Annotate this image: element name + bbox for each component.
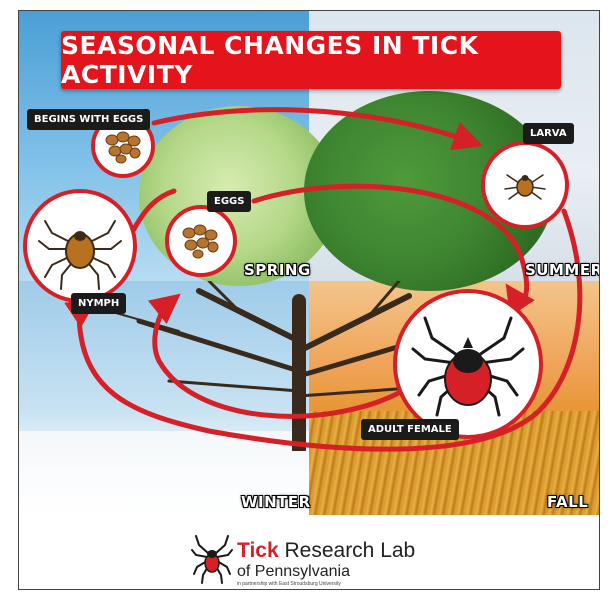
tick-icon: [485, 145, 565, 225]
stage-label-adult-female: ADULT FEMALE: [361, 419, 459, 440]
logo-word-rest: Research Lab: [279, 539, 416, 562]
season-label-summer: SUMMER: [525, 261, 599, 279]
adult-female-circle: [393, 289, 543, 439]
outer-arrow-to-larva: [154, 110, 469, 141]
logo-area: Tick Research Lab of Pennsylvania in par…: [19, 515, 599, 589]
logo-word-tick: Tick: [237, 539, 279, 562]
nymph-circle: [23, 189, 137, 303]
eggs-circle: [165, 205, 237, 277]
title-banner: SEASONAL CHANGES IN TICK ACTIVITY: [61, 31, 561, 89]
larva-circle: [481, 141, 569, 229]
season-label-fall: FALL: [547, 493, 588, 511]
tick-icon: [397, 293, 539, 435]
season-label-spring: SPRING: [244, 261, 311, 279]
tick-icon: [27, 193, 133, 299]
season-label-winter: WINTER: [241, 493, 311, 511]
stage-label-larva: LARVA: [523, 123, 574, 144]
eggs-icon: [169, 209, 233, 273]
stage-label-nymph: NYMPH: [71, 293, 126, 314]
inner-arrow-to-nymph: [155, 303, 419, 416]
tick-logo-icon: [191, 533, 233, 585]
logo-partnership: in partnership with East Stroudsburg Uni…: [237, 581, 341, 587]
logo-subtitle: of Pennsylvania: [237, 563, 350, 581]
season-scene: SEASONAL CHANGES IN TICK ACTIVITY BEGINS…: [19, 11, 599, 515]
page-title: SEASONAL CHANGES IN TICK ACTIVITY: [61, 31, 561, 89]
infographic-frame: SEASONAL CHANGES IN TICK ACTIVITY BEGINS…: [18, 10, 600, 590]
stage-label-begins-with-eggs: BEGINS WITH EGGS: [27, 109, 150, 130]
stage-label-eggs: EGGS: [207, 191, 251, 212]
logo-title: Tick Research Lab: [237, 539, 415, 563]
